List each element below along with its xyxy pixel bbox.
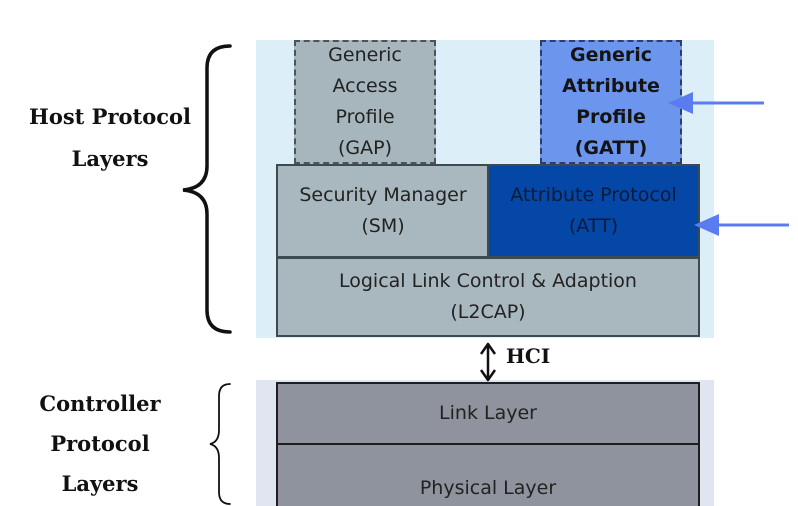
hci-label: HCI <box>506 344 551 368</box>
controller-brace-icon <box>209 383 231 505</box>
hci-double-arrow-icon <box>479 342 497 382</box>
physical-layer-box: Physical Layer <box>276 443 700 506</box>
attribute-protocol-box: Attribute Protocol (ATT) <box>487 164 700 258</box>
l2cap-box: Logical Link Control & Adaption (L2CAP) <box>276 257 700 337</box>
gatt-pointer-arrow-icon <box>668 92 764 114</box>
gap-box: Generic Access Profile (GAP) <box>294 40 436 164</box>
host-protocol-layers-label: Host Protocol Layers <box>28 104 192 171</box>
att-pointer-arrow-icon <box>694 214 789 236</box>
host-brace-icon <box>182 44 232 334</box>
link-layer-label: Link Layer <box>439 402 537 424</box>
physical-layer-label: Physical Layer <box>419 477 557 499</box>
link-layer-box: Link Layer <box>276 382 700 445</box>
security-manager-box: Security Manager (SM) <box>276 164 488 258</box>
gatt-box: Generic Attribute Profile (GATT) <box>540 40 682 164</box>
controller-protocol-layers-label: Controller Protocol Layers <box>39 391 161 496</box>
